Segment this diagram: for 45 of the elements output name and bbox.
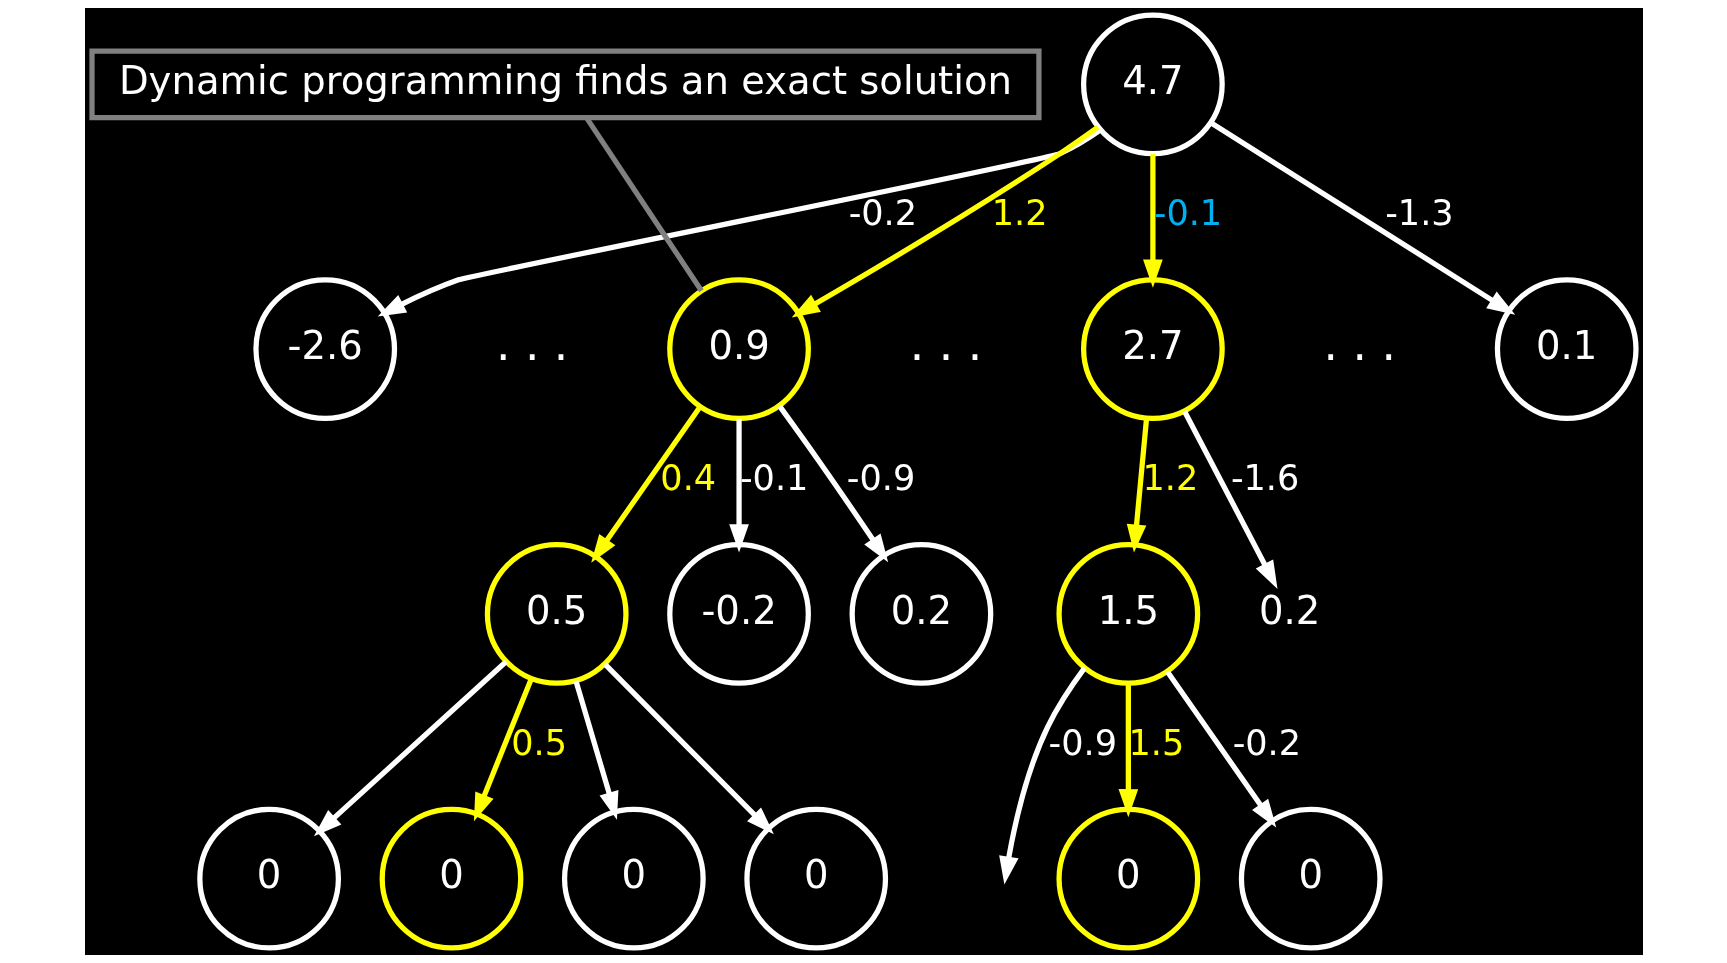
edge-label: 1.2 <box>991 192 1048 234</box>
node-circle: 0 <box>1055 806 1200 951</box>
arrow <box>473 677 534 822</box>
edge-label: -1.6 <box>1230 457 1299 499</box>
node-circle: 0.9 <box>666 277 811 421</box>
arrow <box>572 680 618 820</box>
edge-label: 1.2 <box>1142 457 1198 499</box>
arrow <box>313 659 508 837</box>
edge-label: -0.2 <box>1232 722 1301 764</box>
arrow <box>590 405 702 563</box>
arrow <box>791 125 1099 318</box>
arrow <box>1181 410 1277 589</box>
node-circle: 0 <box>561 806 706 951</box>
node-circle: 1.5 <box>1055 542 1200 686</box>
edge-label: 1.5 <box>1128 722 1184 764</box>
label: . . . <box>1323 318 1396 372</box>
node-circle: 0.1 <box>1494 277 1639 421</box>
arrow <box>602 662 774 835</box>
node-circle: 0.2 <box>849 542 993 686</box>
arrow <box>1118 683 1138 818</box>
arrow <box>1126 417 1149 553</box>
arrow <box>1208 120 1515 315</box>
node-text: 0.2 <box>1258 587 1320 633</box>
arrow <box>377 128 1102 317</box>
arrow <box>1164 670 1276 828</box>
node-box: Dynamic programming finds an exact solution <box>88 48 1042 121</box>
edge-label: 0.5 <box>510 722 567 764</box>
label: . . . <box>909 318 982 372</box>
arrow <box>1142 154 1163 288</box>
arrow <box>776 404 888 563</box>
node-circle: 2.7 <box>1080 277 1225 421</box>
arrow <box>998 666 1087 885</box>
edge-label: -0.9 <box>846 457 915 499</box>
edge-label: -1.3 <box>1384 192 1454 234</box>
node-circle: 4.7 <box>1080 12 1225 157</box>
node-circle: 0 <box>1238 806 1383 951</box>
edge-label: -0.9 <box>1048 722 1117 764</box>
label: . . . <box>495 318 568 372</box>
edge-label: -0.2 <box>848 192 917 234</box>
node-circle: -2.6 <box>252 277 397 421</box>
node-circle: 0.5 <box>484 542 629 686</box>
node-circle: -0.2 <box>666 542 811 686</box>
node-circle: 0 <box>379 806 523 951</box>
arrow <box>728 418 749 553</box>
edge-label: 0.4 <box>659 457 716 499</box>
